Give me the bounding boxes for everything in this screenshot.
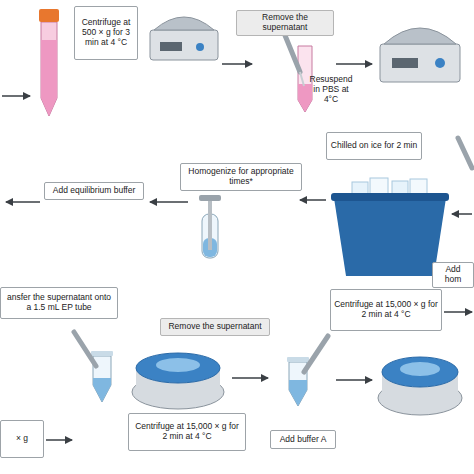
centrifuge-window: [156, 358, 200, 372]
step-box: Chilled on ice for 2 min: [326, 132, 422, 160]
ep-liquid: [93, 378, 111, 402]
step-text: Resuspend in PBS at 4°C: [310, 75, 353, 104]
bucket-rim: [331, 193, 449, 201]
centrifuge-lid: [384, 28, 456, 44]
mini-centrifuge: [132, 353, 224, 409]
step-box: Remove the supernatant: [160, 318, 270, 336]
centrifuge-body: [150, 30, 218, 60]
step-box: Centrifuge at 15,000 × g for 2 min at 4 …: [128, 413, 246, 451]
step-box: × g: [0, 420, 44, 458]
centrifuge-lid: [382, 357, 458, 387]
pipette: [304, 336, 328, 372]
step-text: Chilled on ice for 2 min: [331, 141, 417, 151]
flow-arrows: [2, 64, 472, 440]
centrifuge-panel: [392, 58, 418, 68]
pestle-rod: [208, 198, 212, 250]
centrifuge-window: [400, 362, 440, 376]
centrifuge: [150, 17, 218, 60]
centrifuge-button: [435, 58, 445, 68]
step-box: Add equilibrium buffer: [44, 182, 144, 200]
step-box: Remove the supernatant: [236, 10, 334, 36]
ice-bucket: [331, 178, 449, 276]
step-text: Centrifuge at 15,000 × g for 2 min at 4 …: [132, 422, 242, 442]
flow-arrow: [444, 311, 472, 313]
pestle-handle: [199, 195, 221, 201]
step-box: Resuspend in PBS at 4°C: [306, 72, 356, 108]
centrifuge-lid: [154, 17, 214, 30]
ice-cube: [410, 179, 427, 195]
ep-liquid: [289, 380, 307, 406]
step-box: Add hom: [432, 262, 474, 288]
ep-lid: [287, 357, 309, 362]
step-text: Add buffer A: [280, 435, 327, 445]
step-text: Centrifuge at 15,000 × g for 2 min at 4 …: [334, 300, 438, 320]
flow-arrow: [336, 379, 372, 381]
step-text: × g: [16, 434, 28, 444]
tube-liquid: [41, 40, 57, 116]
pipette: [458, 138, 472, 168]
homogenizer: [199, 195, 221, 258]
step-box: Add buffer A: [270, 430, 336, 449]
step-text: Remove the supernatant: [168, 322, 261, 332]
centrifuge-lid: [136, 353, 220, 383]
flow-arrow: [336, 63, 372, 65]
step-text: Add hom: [436, 265, 470, 285]
step-text: Centrifuge at 500 × g for 3 min at 4 °C: [78, 18, 134, 47]
centrifuge-panel: [160, 42, 182, 51]
step-text: Remove the supernatant: [240, 13, 330, 33]
flow-arrow: [6, 201, 40, 203]
step-text: ansfer the supernatant onto a 1.5 mL EP …: [4, 293, 114, 313]
falcon-tube: [39, 9, 59, 116]
mini-centrifuge: [378, 357, 462, 415]
centrifuge: [380, 28, 460, 82]
step-box: ansfer the supernatant onto a 1.5 mL EP …: [0, 287, 118, 319]
step-box: Homogenize for appropriate times*: [180, 163, 302, 191]
tube-liquid: [298, 84, 312, 112]
flow-arrow: [300, 199, 326, 201]
centrifuge-button: [196, 43, 204, 51]
tube-body: [41, 22, 57, 116]
flow-arrow: [232, 377, 268, 379]
ice-cube: [370, 178, 388, 194]
bucket-body: [334, 198, 446, 276]
centrifuge-body: [380, 44, 460, 82]
step-text: Homogenize for appropriate times*: [184, 167, 298, 187]
tube-with-pipette: [282, 28, 312, 112]
pipette-tip: [300, 72, 304, 86]
ep-tube-with-pipette: [74, 332, 113, 402]
flow-arrow: [46, 439, 72, 441]
ep-lid: [91, 351, 113, 356]
ep-tube-with-pipette: [287, 336, 328, 406]
step-text: Add equilibrium buffer: [53, 186, 136, 196]
flow-arrow: [452, 213, 472, 215]
tube-cap: [39, 9, 59, 22]
flow-arrow: [150, 201, 188, 203]
flow-arrow: [222, 63, 252, 65]
flow-arrow: [2, 95, 30, 97]
pipette: [74, 332, 96, 366]
step-box: Centrifuge at 15,000 × g for 2 min at 4 …: [330, 289, 442, 331]
step-box: Centrifuge at 500 × g for 3 min at 4 °C: [74, 6, 138, 60]
